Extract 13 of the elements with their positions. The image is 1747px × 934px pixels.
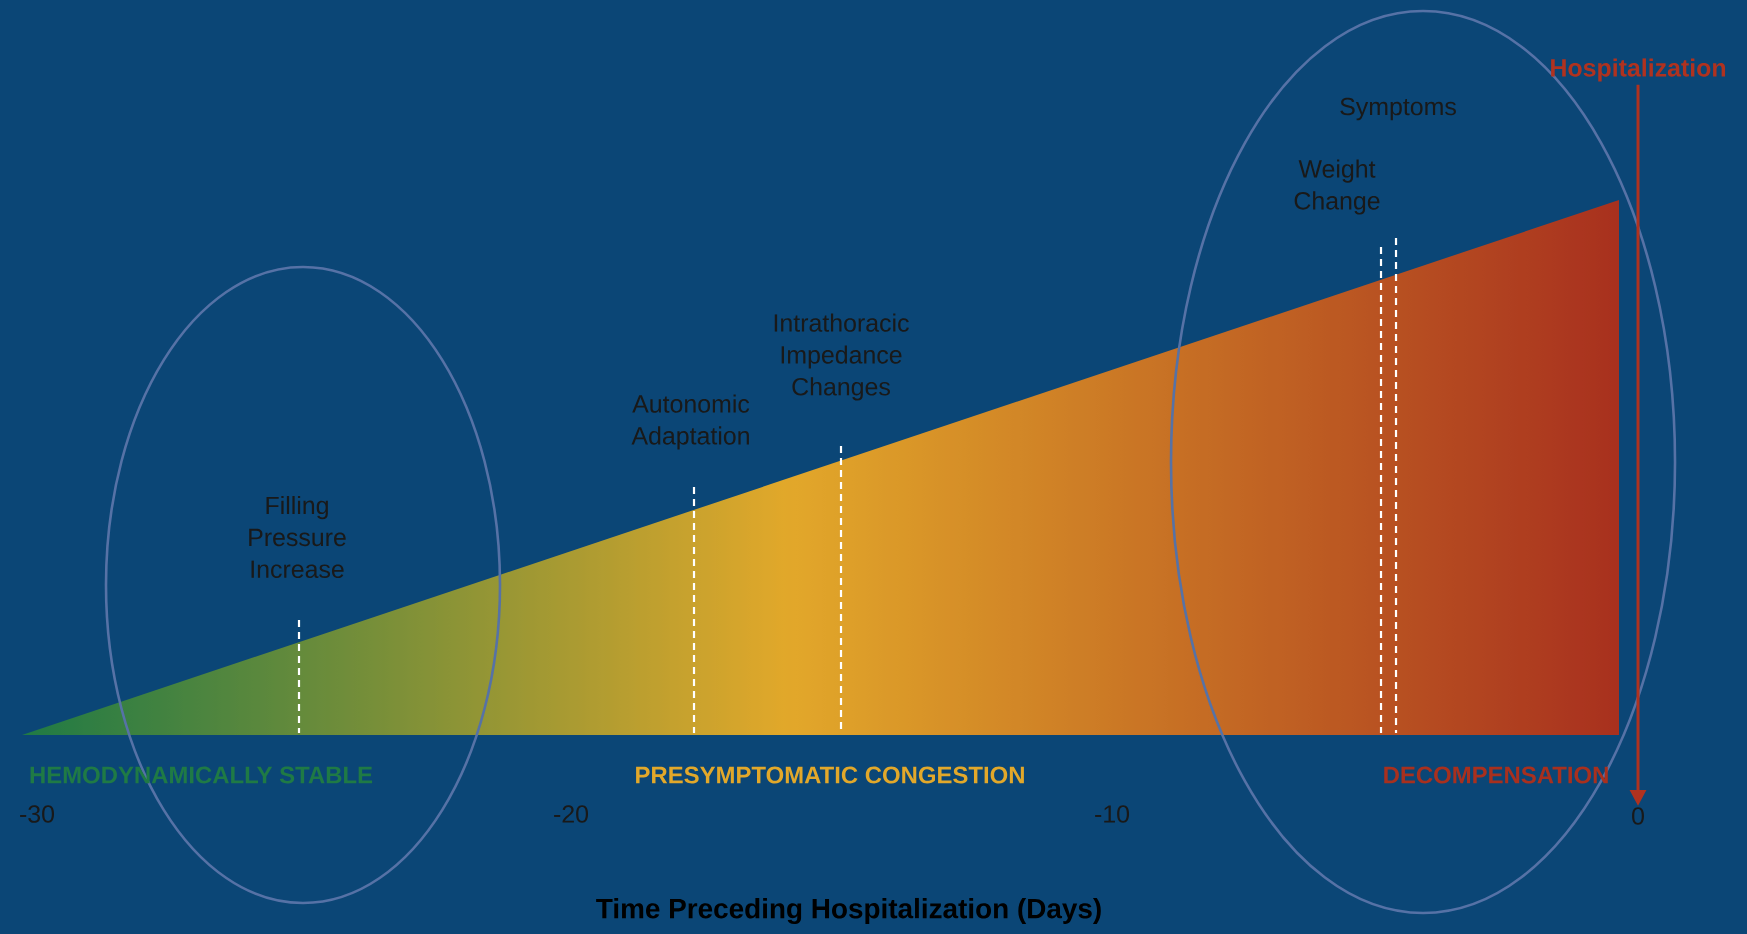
tick-label: -20: [554, 805, 589, 823]
tick-label: -10: [1095, 805, 1130, 823]
marker-label: Autonomic Adaptation: [631, 394, 750, 450]
marker-label: Filling Pressure Increase: [249, 496, 346, 579]
marker-label: Weight Change: [1294, 159, 1380, 215]
phase-label: DECOMPENSATION: [1384, 766, 1608, 784]
tick-label: 0: [1632, 807, 1644, 825]
tick-label: -30: [20, 805, 54, 823]
phase-label: PRESYMPTOMATIC CONGESTION: [636, 766, 1024, 784]
axis-title: Time Preceding Hospitalization (Days): [596, 897, 1101, 925]
marker-label: Symptoms: [1340, 97, 1456, 121]
event-label: Hospitalization: [1551, 58, 1726, 82]
marker-label: Intrathoracic Impedance Changes: [774, 313, 909, 401]
